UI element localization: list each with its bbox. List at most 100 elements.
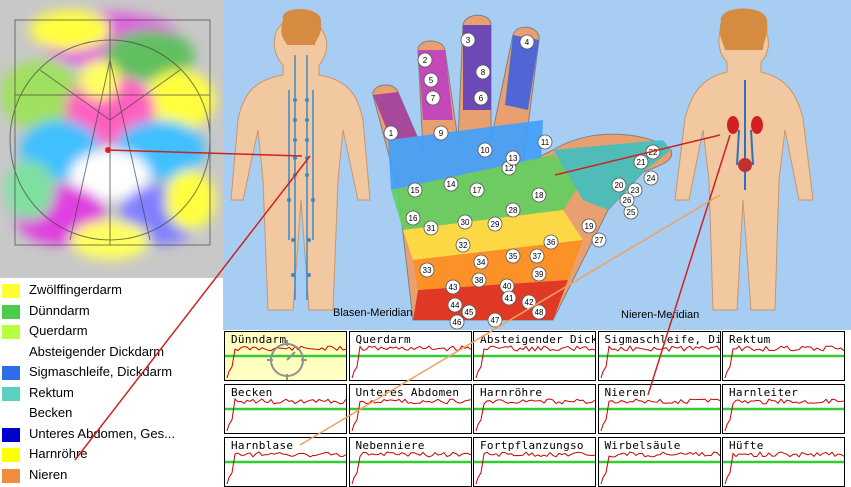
signal-panel[interactable]: Dünndarm [224, 331, 347, 381]
signal-trace [226, 398, 346, 432]
hand-point-label: 1 [389, 129, 394, 138]
hand-point-label: 5 [429, 76, 434, 85]
hand-point-marker [383, 125, 399, 141]
signal-panel[interactable]: Absteigender Dick [473, 331, 596, 381]
hand-point-label: 40 [503, 282, 512, 291]
hand-point-label: 27 [595, 236, 604, 245]
hand-point-label: 24 [647, 174, 656, 183]
panel-title: Harnblase [231, 439, 294, 452]
panel-title: Nebenniere [355, 439, 425, 452]
signal-trace [351, 398, 471, 432]
back-figure [230, 8, 371, 311]
signal-panel[interactable]: Harnleiter [722, 384, 845, 434]
panel-title: Unteres Abdomen [355, 386, 460, 399]
legend-item: Unteres Abdomen, Ges... [0, 425, 223, 443]
hand-point-label: 37 [533, 252, 542, 261]
panel-title: Sigmaschleife, Dic [604, 333, 721, 346]
signal-trace [724, 451, 844, 485]
hand-point-label: 18 [535, 191, 544, 200]
hand-point-label: 2 [423, 56, 428, 65]
signal-panel[interactable]: Sigmaschleife, Dic [597, 331, 721, 381]
signal-trace [600, 451, 720, 485]
hand-point-label: 44 [451, 301, 460, 310]
panel-title: Becken [231, 386, 273, 399]
panel-plot [598, 451, 720, 485]
hand-point-label: 31 [427, 224, 436, 233]
hand-point-marker [519, 34, 535, 50]
signal-panel[interactable]: Querdarm [348, 331, 472, 381]
hand-point-label: 14 [447, 180, 456, 189]
hand-point-marker [611, 177, 627, 193]
signal-trace [351, 451, 471, 485]
panel-title: Dünndarm [231, 333, 287, 346]
signal-panel[interactable]: Fortpflanzungso [473, 437, 596, 487]
panel-title: Harnleiter [729, 386, 799, 399]
hand-point-marker [473, 90, 489, 106]
signal-trace [226, 345, 346, 379]
hand-point-label: 48 [535, 308, 544, 317]
signal-trace [475, 451, 595, 485]
legend-swatch [2, 366, 20, 380]
signal-trace [226, 451, 346, 485]
signal-panel[interactable]: Hüfte [722, 437, 845, 487]
signal-panel[interactable]: Harnblase [224, 437, 347, 487]
hand-point-marker [423, 72, 439, 88]
hand-point-label: 34 [477, 258, 486, 267]
legend-label: Absteigender Dickdarm [29, 343, 165, 359]
hand-point-label: 8 [481, 68, 486, 77]
legend-item: Sigmaschleife, Dickdarm [0, 363, 223, 381]
panel-title: Hüfte [729, 439, 764, 452]
hand-point-marker [477, 142, 493, 158]
hand-point-marker [537, 134, 553, 150]
signal-trace [600, 345, 720, 379]
body-heatmap-image [0, 0, 223, 278]
hand-point-marker [460, 32, 476, 48]
signal-panel[interactable]: Wirbelsäule [597, 437, 721, 487]
hand-point-label: 36 [547, 238, 556, 247]
legend-label: Nieren [29, 466, 68, 482]
signal-trace [351, 345, 471, 379]
hand-point-marker [505, 150, 521, 166]
panel-plot [723, 345, 844, 379]
hand-point-label: 4 [525, 38, 530, 47]
signal-trace [724, 345, 844, 379]
hand-point-label: 12 [505, 164, 514, 173]
hand-point-label: 22 [649, 148, 658, 157]
hand-point-label: 43 [449, 283, 458, 292]
hand-point-label: 26 [623, 196, 632, 205]
signal-panel[interactable]: Becken [224, 384, 347, 434]
panel-title: Absteigender Dick [480, 333, 596, 346]
signal-trace [475, 398, 595, 432]
signal-panel[interactable]: Rektum [722, 331, 845, 381]
legend-item: Dünndarm [0, 302, 223, 320]
legend-label: Unteres Abdomen, Ges... [29, 425, 175, 441]
signal-panel[interactable]: Nebenniere [348, 437, 472, 487]
legend-swatch [2, 448, 20, 462]
signal-panel[interactable]: Nieren [597, 384, 721, 434]
signal-panel[interactable]: Unteres Abdomen [348, 384, 472, 434]
hand-point-label: 16 [409, 214, 418, 223]
hand-point-label: 17 [473, 186, 482, 195]
legend-label: Sigmaschleife, Dickdarm [29, 364, 173, 379]
hand-point-label: 47 [491, 316, 500, 325]
hand-point-label: 19 [585, 222, 594, 231]
hand-point-label: 42 [525, 298, 534, 307]
kidney-meridian-label: Nieren-Meridian [621, 309, 699, 321]
hand-point-label: 20 [615, 181, 624, 190]
legend-item: Querdarm [0, 322, 223, 340]
hand-point-label: 21 [637, 158, 646, 167]
legend-item: Rektum [0, 384, 223, 402]
panel-title: Nieren [604, 386, 647, 399]
hand-point-label: 7 [431, 94, 436, 103]
hand-point-marker [443, 176, 459, 192]
signal-trace [600, 398, 720, 432]
panel-title: Fortpflanzungso [480, 439, 584, 452]
legend-swatch [2, 427, 20, 442]
signal-panel[interactable]: Harnröhre [473, 384, 596, 434]
signal-trace [475, 345, 595, 379]
hand-point-label: 30 [461, 218, 470, 227]
hand-point-label: 28 [509, 206, 518, 215]
hand-point-label: 33 [423, 266, 432, 275]
